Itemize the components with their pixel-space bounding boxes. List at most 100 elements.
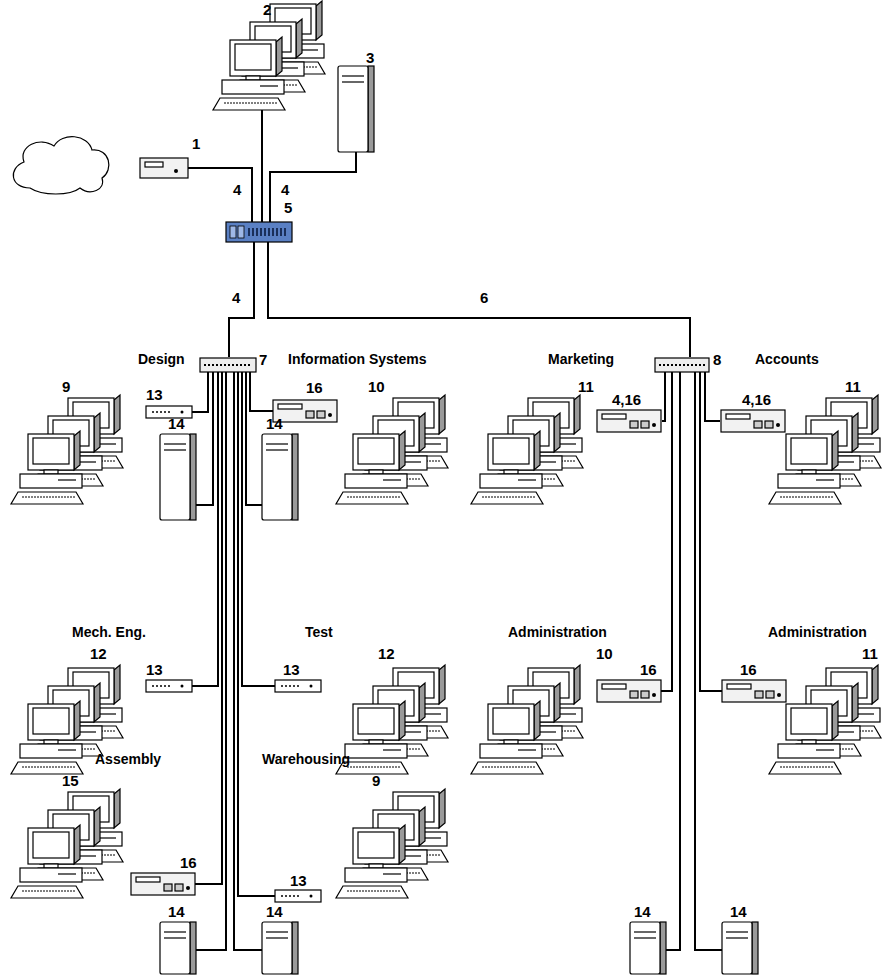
department-label: Information Systems — [288, 352, 426, 366]
server-bay — [164, 449, 186, 450]
router-case — [721, 410, 785, 432]
callout-number: 16 — [740, 662, 757, 677]
monitor-side — [94, 413, 100, 452]
hub-icon — [146, 680, 192, 692]
server-bay — [164, 443, 186, 444]
router-port — [630, 691, 638, 698]
department-label: Warehousing — [262, 752, 350, 766]
keyboard-keys — [347, 891, 401, 892]
drive-slot — [403, 461, 421, 462]
callout-number: 14 — [266, 416, 283, 431]
router-case — [722, 680, 786, 702]
callout-number: 10 — [368, 379, 385, 394]
server-case — [262, 922, 292, 974]
core-switch-icon — [226, 222, 292, 242]
monitor-side — [872, 665, 878, 704]
server-case — [722, 922, 752, 974]
network-cable — [270, 150, 356, 222]
department-label: Accounts — [755, 352, 819, 366]
server-bay — [164, 931, 186, 932]
switch-module — [230, 226, 236, 238]
router-panel — [726, 414, 750, 419]
server-bay — [266, 931, 288, 932]
workstation-icon — [336, 431, 408, 504]
server-side — [292, 922, 298, 974]
monitor-side — [399, 825, 405, 864]
router-port — [755, 691, 763, 698]
server-side — [660, 922, 666, 974]
monitor-screen — [791, 438, 827, 464]
monitor-side — [852, 413, 858, 452]
router-case — [597, 680, 661, 702]
server-icon — [160, 922, 196, 974]
monitor-side — [94, 683, 100, 722]
server-case — [160, 922, 190, 974]
server-bay — [634, 931, 656, 932]
server-case — [338, 66, 368, 152]
workstation-icon — [471, 701, 543, 774]
router-port — [630, 421, 638, 428]
callout-number: 11 — [862, 646, 878, 661]
drive-slot — [300, 49, 318, 50]
monitor-side — [114, 395, 120, 434]
drive-slot — [518, 749, 536, 750]
network-cable — [661, 372, 672, 691]
monitor-side — [554, 413, 560, 452]
monitor-side — [399, 431, 405, 470]
server-side — [368, 66, 374, 152]
drive-slot — [538, 461, 556, 462]
callout-number: 12 — [90, 646, 107, 661]
server-bay — [726, 931, 748, 932]
drive-slot — [403, 731, 421, 732]
router-port — [641, 691, 649, 698]
callout-number: 9 — [372, 773, 380, 788]
network-cable — [268, 242, 690, 357]
server-icon — [630, 922, 666, 974]
monitor-side — [419, 413, 425, 452]
router-led — [777, 693, 781, 697]
switch-module — [238, 226, 244, 238]
callout-number: 16 — [180, 855, 197, 870]
keyboard — [213, 98, 285, 110]
monitor-screen — [33, 708, 69, 734]
server-case — [160, 434, 190, 520]
keyboard — [336, 886, 408, 898]
system-unit — [20, 474, 82, 488]
network-cable — [250, 372, 273, 411]
hub-led — [310, 685, 313, 688]
drive-slot — [403, 855, 421, 856]
drive-slot — [558, 443, 576, 444]
monitor — [28, 828, 74, 864]
department-label: Assembly — [95, 752, 161, 766]
switch-ports — [248, 228, 288, 236]
router-led — [652, 693, 656, 697]
drive-slot — [98, 713, 116, 714]
monitor-side — [419, 807, 425, 846]
monitor-side — [316, 1, 322, 40]
router-panel — [145, 162, 163, 167]
router-case — [140, 158, 188, 178]
department-label: Administration — [768, 625, 867, 639]
drive-slot — [78, 461, 96, 462]
monitor-side — [852, 683, 858, 722]
department-label: Administration — [508, 625, 607, 639]
router-port — [641, 421, 649, 428]
router-panel — [602, 684, 626, 689]
workstation-icon — [11, 825, 83, 898]
system-unit — [20, 744, 82, 758]
monitor-stand — [504, 470, 518, 474]
server-bay — [266, 449, 288, 450]
server-bay — [266, 443, 288, 444]
system-unit — [345, 474, 407, 488]
drive-slot — [423, 713, 441, 714]
system-unit — [778, 474, 840, 488]
callout-number: 11 — [845, 379, 861, 394]
server-side — [190, 922, 196, 974]
network-cable — [192, 372, 218, 686]
drive-slot — [816, 749, 834, 750]
callout-number: 14 — [168, 416, 185, 431]
router-port — [164, 884, 172, 891]
callout-number: 14 — [168, 904, 185, 919]
router-icon — [597, 410, 661, 432]
server-bay — [266, 937, 288, 938]
